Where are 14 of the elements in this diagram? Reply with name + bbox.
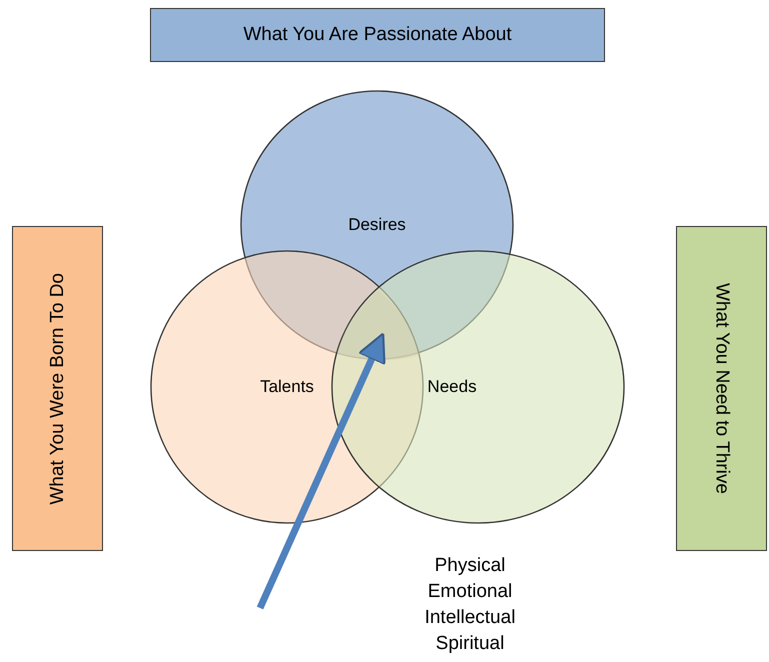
box-label: What You Were Born To Do — [46, 272, 68, 504]
circle-label: Needs — [427, 377, 477, 397]
box-label: What You Are Passionate About — [243, 24, 512, 46]
box-label: What You Need to Thrive — [710, 283, 732, 494]
note-text: Emotional — [428, 581, 512, 603]
label-box — [150, 8, 605, 62]
note-text: Intellectual — [424, 607, 516, 629]
circle-label: Desires — [348, 215, 406, 235]
label-box — [12, 226, 103, 551]
note-text: Spiritual — [436, 633, 504, 655]
circle-label: Talents — [260, 377, 314, 397]
arrow — [256, 332, 386, 610]
note-text: Physical — [434, 555, 506, 577]
label-box — [676, 226, 767, 551]
